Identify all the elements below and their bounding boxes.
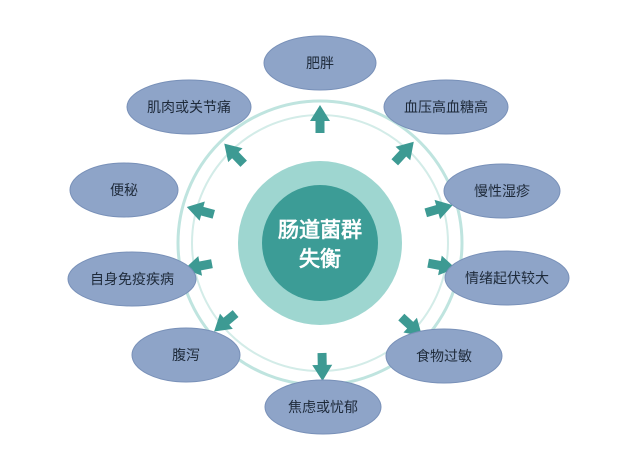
node-label: 自身免疫疾病 xyxy=(90,272,174,288)
arrow-6 xyxy=(312,352,333,381)
node-5: 食物过敏 xyxy=(385,328,503,384)
node-label: 食物过敏 xyxy=(416,348,472,365)
node-label: 腹泻 xyxy=(172,347,200,364)
node-1: 肥胖 xyxy=(263,35,377,91)
arrow-10 xyxy=(224,143,247,167)
node-ellipse xyxy=(383,79,509,135)
node-label: 肥胖 xyxy=(306,56,334,72)
node-ellipse xyxy=(264,379,382,435)
arrow-shape xyxy=(186,201,215,221)
arrow-shape xyxy=(391,141,414,166)
node-ellipse xyxy=(126,79,252,135)
node-label: 情绪起伏较大 xyxy=(465,271,549,287)
node-label: 慢性湿疹 xyxy=(474,183,530,200)
arrow-3 xyxy=(424,199,453,220)
node-label: 便秘 xyxy=(110,183,138,199)
arrow-shape xyxy=(398,313,423,336)
arrow-shape xyxy=(224,143,247,167)
node-7: 腹泻 xyxy=(131,327,241,383)
node-2: 血压高血糖高 xyxy=(383,79,509,135)
arrow-7 xyxy=(214,310,239,332)
node-ellipse xyxy=(444,250,570,306)
node-10: 肌肉或关节痛 xyxy=(126,79,252,135)
center-circle xyxy=(262,185,378,301)
node-ellipse xyxy=(263,35,377,91)
node-label: 焦虑或忧郁 xyxy=(288,400,358,416)
node-8: 自身免疫疾病 xyxy=(67,251,197,307)
arrow-2 xyxy=(391,141,414,166)
node-ellipse xyxy=(385,328,503,384)
node-ellipse xyxy=(443,163,561,219)
node-label: 血压高血糖高 xyxy=(404,99,488,116)
node-ellipse xyxy=(67,251,197,307)
node-3: 慢性湿疹 xyxy=(443,163,561,219)
node-4: 情绪起伏较大 xyxy=(444,250,570,306)
arrow-5 xyxy=(398,313,423,336)
center-title-line2: 失衡 xyxy=(299,247,341,271)
node-label: 肌肉或关节痛 xyxy=(147,99,231,116)
arrow-shape xyxy=(424,199,453,220)
arrow-shape xyxy=(312,352,333,381)
node-9: 便秘 xyxy=(69,162,179,218)
node-ellipse xyxy=(131,327,241,383)
arrow-9 xyxy=(186,201,215,221)
node-ellipse xyxy=(69,162,179,218)
node-6: 焦虑或忧郁 xyxy=(264,379,382,435)
center-title-line1: 肠道菌群 xyxy=(278,218,362,242)
arrow-shape xyxy=(214,310,239,332)
arrow-shape xyxy=(310,105,330,133)
arrow-1 xyxy=(310,105,330,133)
